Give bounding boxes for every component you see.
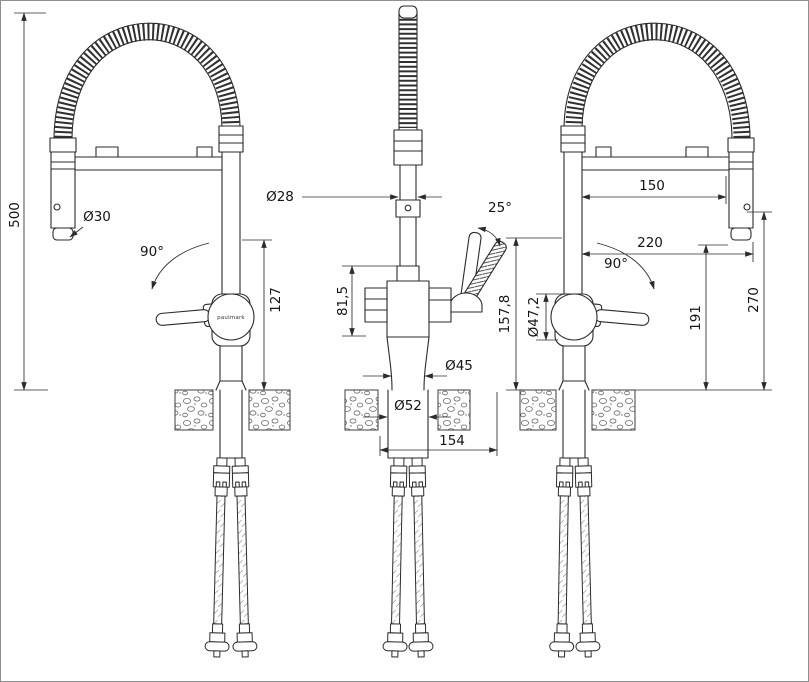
view-right-side xyxy=(548,22,755,658)
spout-collar-right xyxy=(560,125,586,153)
countertop-front xyxy=(344,389,471,431)
pipe-joint-front xyxy=(395,199,421,218)
faucet-body-front xyxy=(386,280,430,338)
view-left-side: paulmark xyxy=(49,22,258,658)
dim-mount-width-154: 154 xyxy=(439,433,465,449)
dim-swivel-angle-left: 90° xyxy=(140,244,164,260)
base-flange-left xyxy=(215,380,247,391)
supply-hose xyxy=(204,457,235,658)
arm-clip-right xyxy=(685,146,709,158)
dim-overall-height: 500 xyxy=(7,202,23,228)
base-flange-right xyxy=(558,380,590,391)
spout-collar-left xyxy=(218,125,244,153)
brand-logo: paulmark xyxy=(217,315,245,321)
under-counter-right xyxy=(548,389,601,658)
spring-hose-right xyxy=(565,23,751,141)
dim-shank-diameter: Ø52 xyxy=(394,398,422,414)
dim-spray-head-diameter: Ø30 xyxy=(83,209,111,225)
under-counter-front xyxy=(382,389,434,658)
spring-hose-left xyxy=(54,23,240,141)
dim-spray-clearance-191: 191 xyxy=(688,305,704,331)
supply-hose xyxy=(570,457,601,658)
dimension-annotations: 500 Ø30 90° 127 Ø28 25° 81,5 Ø45 Ø52 xyxy=(7,12,772,456)
arm-clip-left xyxy=(95,146,119,158)
view-front xyxy=(364,5,507,658)
body-cap-right xyxy=(550,293,598,341)
dim-base-diameter: Ø45 xyxy=(445,358,473,374)
supply-hose xyxy=(548,457,578,658)
countertop-right xyxy=(519,389,636,431)
dim-spout-pipe-diameter: Ø28 xyxy=(266,189,294,205)
side-port-left xyxy=(364,287,388,323)
dim-spray-offset-150: 150 xyxy=(639,178,665,194)
dim-body-diameter-47-2: Ø47,2 xyxy=(526,297,542,338)
dim-body-height-81-5: 81,5 xyxy=(335,286,351,316)
dim-spout-reach-220: 220 xyxy=(637,235,663,251)
supply-hose xyxy=(404,457,434,658)
dim-swivel-angle-right: 90° xyxy=(604,256,628,272)
spray-button-left xyxy=(53,203,61,211)
spray-head-left xyxy=(49,137,77,241)
dim-handle-height-127: 127 xyxy=(268,287,284,313)
supply-hose xyxy=(227,457,258,658)
side-port-right xyxy=(428,287,452,323)
dim-handle-tilt-angle: 25° xyxy=(488,200,512,216)
body-cap-left xyxy=(207,293,255,341)
spout-top-cap xyxy=(398,5,418,19)
dim-spout-clearance-270: 270 xyxy=(746,287,762,313)
supply-hose xyxy=(382,457,412,658)
countertop-left xyxy=(174,389,291,431)
spray-button-right xyxy=(743,203,751,211)
spout-collar-front xyxy=(393,129,423,166)
dim-height-157-8: 157,8 xyxy=(497,295,513,334)
spray-head-right xyxy=(727,137,755,241)
under-counter-left xyxy=(204,389,258,658)
